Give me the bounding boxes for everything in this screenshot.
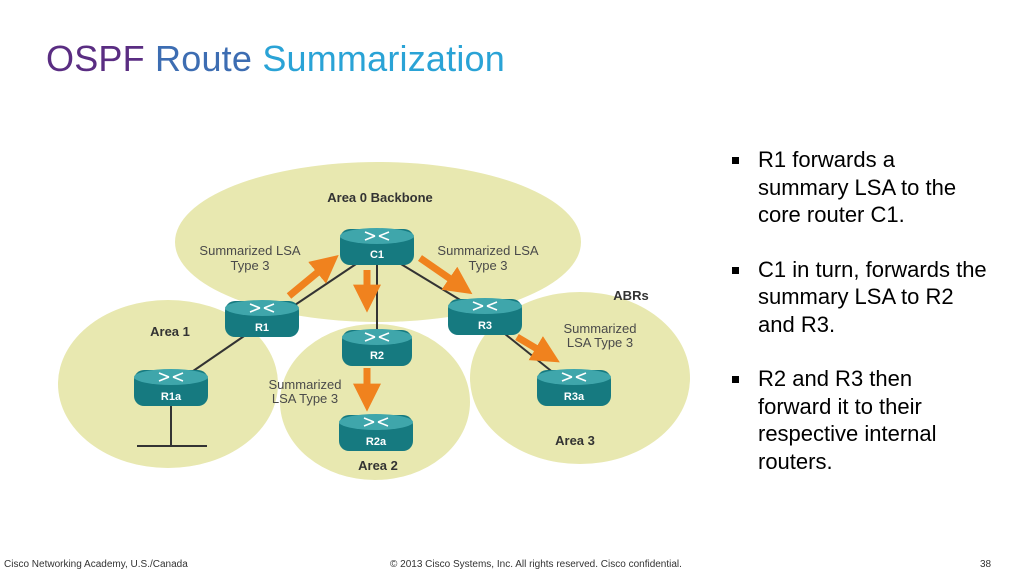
router-r3: R3 bbox=[448, 298, 522, 335]
area2-label: Area 2 bbox=[358, 458, 398, 473]
router-r3a: R3a bbox=[537, 369, 611, 406]
router-r3-label: R3 bbox=[478, 320, 492, 332]
slide-title: OSPF Route Summarization bbox=[46, 38, 505, 80]
area1-label: Area 1 bbox=[150, 324, 190, 339]
arrow-c1-to-r3 bbox=[418, 255, 473, 295]
area3-label: Area 3 bbox=[555, 433, 595, 448]
bullet-text: C1 in turn, forwards the summary LSA to … bbox=[758, 256, 987, 337]
annotation-area3-line1: Summarized bbox=[564, 321, 637, 336]
router-r1-label: R1 bbox=[255, 322, 269, 334]
bullet-text: R1 forwards a summary LSA to the core ro… bbox=[758, 147, 957, 227]
annotation-right-line2: Type 3 bbox=[468, 258, 507, 273]
router-r1: R1 bbox=[225, 300, 299, 337]
router-r1a: R1a bbox=[134, 369, 208, 406]
router-r3a-label: R3a bbox=[564, 391, 585, 403]
router-r2: R2 bbox=[342, 329, 412, 366]
footer-copyright: © 2013 Cisco Systems, Inc. All rights re… bbox=[390, 559, 682, 570]
bullet-item: R2 and R3 then forward it to their respe… bbox=[730, 365, 990, 475]
footer-left: Cisco Networking Academy, U.S./Canada bbox=[4, 559, 188, 570]
router-c1-label: C1 bbox=[370, 249, 384, 261]
annotation-left-line2: Type 3 bbox=[230, 258, 269, 273]
annotation-left-line1: Summarized LSA bbox=[199, 243, 300, 258]
bullet-text: R2 and R3 then forward it to their respe… bbox=[758, 366, 937, 474]
arrow-r1-to-c1 bbox=[286, 254, 339, 299]
bullet-item: C1 in turn, forwards the summary LSA to … bbox=[730, 256, 990, 339]
abrs-label: ABRs bbox=[613, 288, 648, 303]
bullet-list: R1 forwards a summary LSA to the core ro… bbox=[730, 146, 990, 502]
page-number: 38 bbox=[980, 559, 992, 570]
bullet-item: R1 forwards a summary LSA to the core ro… bbox=[730, 146, 990, 229]
arrow-r3-to-r3a bbox=[515, 333, 560, 363]
annotation-mid-line1: Summarized bbox=[269, 377, 342, 392]
title-word-summarization: Summarization bbox=[262, 38, 505, 79]
title-word-ospf: OSPF bbox=[46, 38, 145, 79]
annotation-area3-line2: LSA Type 3 bbox=[567, 335, 633, 350]
bullet-square-icon bbox=[732, 376, 739, 383]
router-r2a: R2a bbox=[339, 414, 413, 451]
bullet-square-icon bbox=[732, 266, 739, 274]
router-c1: C1 bbox=[340, 228, 414, 265]
annotation-mid-line2: LSA Type 3 bbox=[272, 391, 338, 406]
area0-label: Area 0 Backbone bbox=[327, 190, 433, 205]
bullet-square-icon bbox=[732, 157, 739, 164]
title-word-route: Route bbox=[155, 38, 253, 79]
router-r1a-label: R1a bbox=[161, 391, 182, 403]
annotation-right-line1: Summarized LSA bbox=[437, 243, 538, 258]
ospf-summarization-diagram: C1 R1 R2 R3 R1a R2a R3a Area 0 Backbone bbox=[58, 162, 690, 480]
router-r2-label: R2 bbox=[370, 350, 384, 362]
router-r2a-label: R2a bbox=[366, 436, 387, 448]
